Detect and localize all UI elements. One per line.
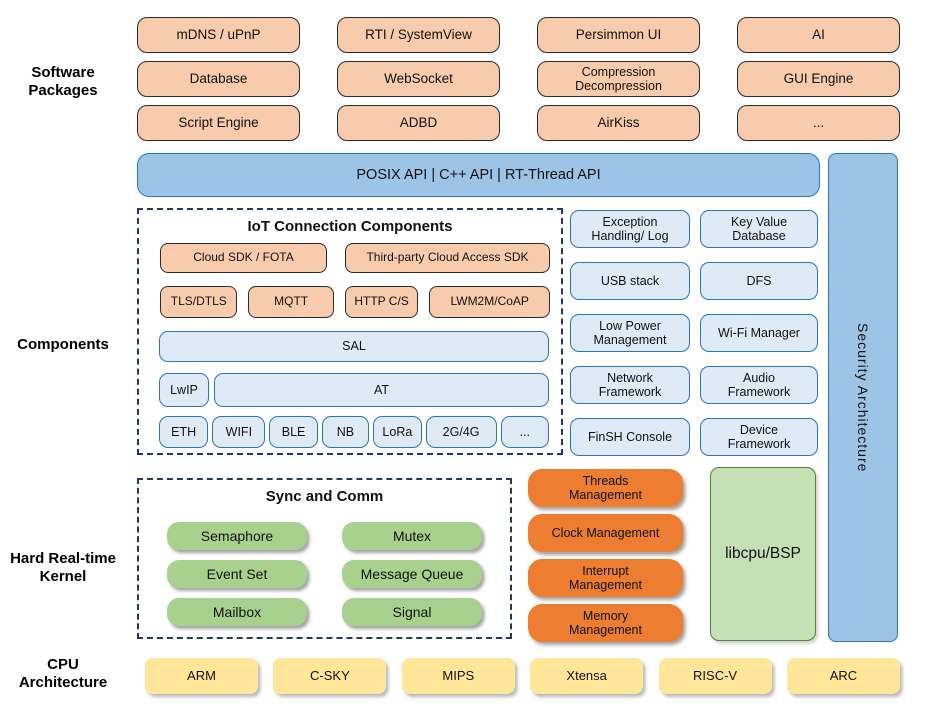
iot-box-item: NB [321,416,370,448]
iot-row-interfaces: ETH WIFI BLE NB LoRa 2G/4G ... [159,416,549,448]
libcpu-bsp-box: libcpu/BSP [710,467,816,641]
posix-api-bar: POSIX API | C++ API | RT-Thread API [137,153,820,197]
iot-box-item: LwIP [159,373,209,407]
iot-box-item: WIFI [212,416,266,448]
kernel-object-box: Event Set [167,560,307,588]
component-box: Wi-Fi Manager [700,314,818,352]
package-box: mDNS / uPnP [137,17,300,53]
iot-box-item: BLE [269,416,318,448]
label-software-packages: Software Packages [28,64,98,99]
iot-box-item: ... [500,416,549,448]
cpu-architecture-section: ARM C-SKY MIPS Xtensa RISC-V ARC [145,658,900,694]
iot-box-item: Third-party Cloud Access SDK [345,243,550,273]
management-box: Threads Management [528,469,683,507]
kernel-object-box: Mutex [342,522,482,550]
management-box: Memory Management [528,604,683,642]
iot-box-title: IoT Connection Components [247,218,453,235]
iot-box-item: LWM2M/CoAP [429,286,550,318]
kernel-object-box: Mailbox [167,598,307,626]
iot-connection-components-box: IoT Connection Components Cloud SDK / FO… [137,208,563,455]
component-box: FinSH Console [570,418,690,456]
sync-and-comm-box: Sync and Comm Semaphore Mutex Event Set … [137,478,512,639]
package-box: Database [137,61,300,97]
kernel-object-box: Signal [342,598,482,626]
iot-row-stack: LwIP AT [159,373,549,407]
component-box: Key Value Database [700,210,818,248]
software-packages-section: mDNS / uPnP RTI / SystemView Persimmon U… [137,17,900,141]
cpu-box: Xtensa [530,658,644,694]
label-components: Components [17,336,109,353]
sync-box-title: Sync and Comm [265,488,384,505]
components-section: Exception Handling/ Log Key Value Databa… [570,210,818,456]
sal-bar: SAL [159,331,549,362]
component-box: Device Framework [700,418,818,456]
management-box: Clock Management [528,514,683,552]
iot-row-sdk: Cloud SDK / FOTA Third-party Cloud Acces… [160,243,550,273]
iot-box-item: AT [214,373,549,407]
security-architecture-bar: Security Architecture [828,153,898,642]
package-box: AirKiss [537,105,700,141]
kernel-object-box: Message Queue [342,560,482,588]
cpu-box: MIPS [401,658,515,694]
kernel-object-box: Semaphore [167,522,307,550]
package-box: AI [737,17,900,53]
iot-box-item: TLS/DTLS [160,286,238,318]
package-box: Script Engine [137,105,300,141]
cpu-box: ARM [145,658,258,694]
component-box: Low Power Management [570,314,690,352]
management-box: Interrupt Management [528,559,683,597]
iot-box-item: MQTT [248,286,334,318]
kernel-management-section: Threads Management Clock Management Inte… [528,469,683,642]
package-box: RTI / SystemView [337,17,500,53]
component-box: Network Framework [570,366,690,404]
package-box: WebSocket [337,61,500,97]
iot-box-item: Cloud SDK / FOTA [160,243,327,273]
cpu-box: ARC [786,658,900,694]
iot-box-item: LoRa [373,416,422,448]
package-box: Persimmon UI [537,17,700,53]
package-box: Compression Decompression [537,61,700,97]
component-box: Exception Handling/ Log [570,210,690,248]
package-box: GUI Engine [737,61,900,97]
iot-row-protocols: TLS/DTLS MQTT HTTP C/S LWM2M/CoAP [160,286,550,318]
sync-grid: Semaphore Mutex Event Set Message Queue … [167,522,482,626]
component-box: Audio Framework [700,366,818,404]
component-box: DFS [700,262,818,300]
cpu-box: C-SKY [273,658,387,694]
iot-box-item: HTTP C/S [344,286,419,318]
label-kernel: Hard Real-time Kernel [10,550,116,585]
label-cpu-architecture: CPU Architecture [18,656,108,691]
iot-box-item: ETH [159,416,209,448]
package-box: ADBD [337,105,500,141]
cpu-box: RISC-V [658,658,772,694]
package-box: ... [737,105,900,141]
iot-box-item: 2G/4G [425,416,497,448]
component-box: USB stack [570,262,690,300]
